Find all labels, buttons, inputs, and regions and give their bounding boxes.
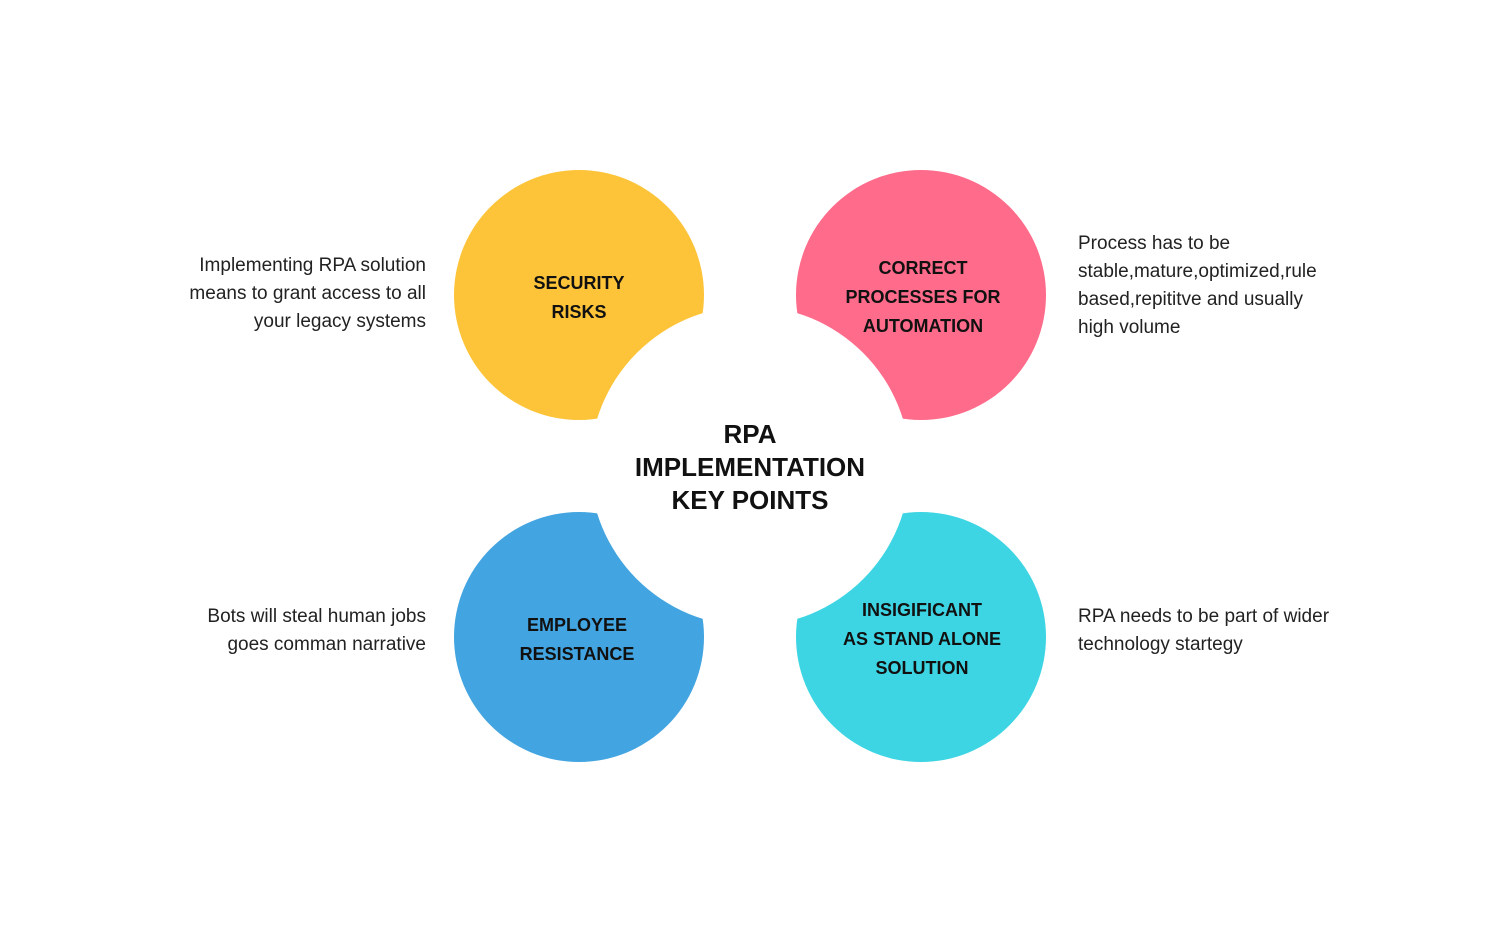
description-line: Bots will steal human jobs xyxy=(207,606,426,627)
diagram-title: RPA IMPLEMENTATION KEY POINTS xyxy=(600,418,900,517)
description-line: means to grant access to all xyxy=(189,283,426,304)
label-line: EMPLOYEE xyxy=(526,615,628,635)
security-risks-description: Implementing RPA solution means to grant… xyxy=(189,252,426,336)
description-line: RPA needs to be part of wider xyxy=(1078,606,1330,627)
label-line: SECURITY xyxy=(533,273,625,293)
description-line: stable,mature,optimized,rule xyxy=(1078,261,1317,282)
description-line: goes comman narrative xyxy=(227,634,426,655)
label-line: INSIGIFICANT xyxy=(862,600,982,620)
security-risks-label: SECURITY RISKS xyxy=(479,269,679,327)
label-line: RESISTANCE xyxy=(519,644,635,664)
description-line: Implementing RPA solution xyxy=(199,255,426,276)
standalone-solution-label: INSIGIFICANT AS STAND ALONE SOLUTION xyxy=(822,596,1022,683)
standalone-solution-description: RPA needs to be part of wider technology… xyxy=(1078,603,1329,659)
description-line: technology startegy xyxy=(1078,634,1243,655)
description-line: Process has to be xyxy=(1078,233,1231,254)
title-line: IMPLEMENTATION xyxy=(634,452,866,482)
title-line: KEY POINTS xyxy=(671,485,829,515)
description-line: based,repititve and usually xyxy=(1078,289,1303,310)
description-line: your legacy systems xyxy=(253,311,426,332)
correct-processes-label: CORRECT PROCESSES FOR AUTOMATION xyxy=(823,254,1023,341)
correct-processes-description: Process has to be stable,mature,optimize… xyxy=(1078,230,1317,342)
standalone-solution-circle xyxy=(796,512,1046,762)
label-line: CORRECT xyxy=(878,258,968,278)
label-line: RISKS xyxy=(551,302,607,322)
description-line: high volume xyxy=(1078,317,1181,338)
employee-resistance-description: Bots will steal human jobs goes comman n… xyxy=(207,603,426,659)
label-line: PROCESSES FOR xyxy=(845,287,1001,307)
label-line: AS STAND ALONE xyxy=(842,629,1001,649)
label-line: AUTOMATION xyxy=(862,316,984,336)
label-line: SOLUTION xyxy=(875,658,969,678)
employee-resistance-circle xyxy=(454,512,704,762)
title-line: RPA xyxy=(723,419,777,449)
employee-resistance-label: EMPLOYEE RESISTANCE xyxy=(477,611,677,669)
correct-processes-circle xyxy=(796,170,1046,420)
security-risks-circle xyxy=(454,170,704,420)
